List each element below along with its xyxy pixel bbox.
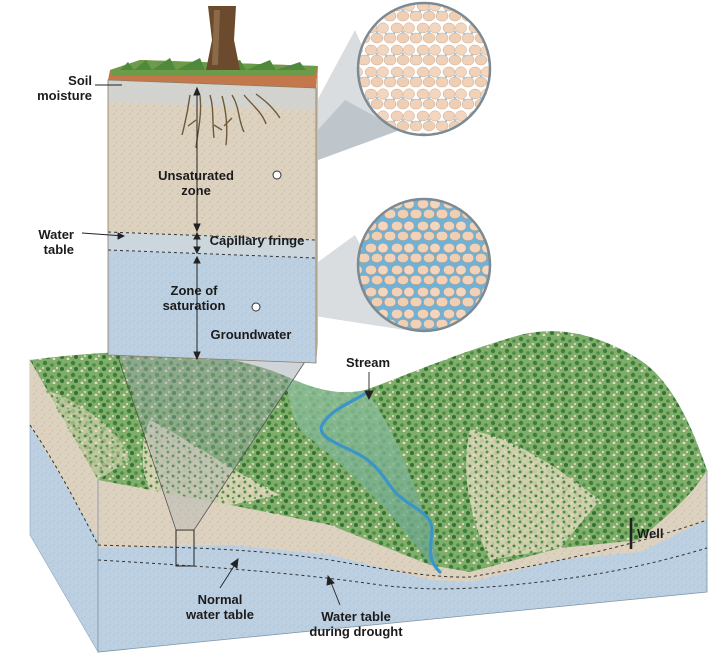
sample-point-saturated: [251, 302, 261, 312]
magnified-saturated-pores: [356, 197, 492, 333]
sample-point-unsaturated: [272, 170, 282, 180]
label-zone-of-saturation: Zone of saturation: [162, 283, 226, 313]
saturated-zone-block: [108, 250, 316, 363]
label-water-table-drought: Water table during drought: [309, 609, 403, 639]
block-left-soil: [30, 360, 98, 540]
stream-line: [319, 390, 442, 574]
label-water-table: Water table: [38, 227, 74, 257]
stream-valley: [288, 378, 440, 565]
label-unsaturated-zone: Unsaturated zone: [158, 168, 234, 198]
label-well: Well: [637, 526, 664, 541]
label-groundwater: Groundwater: [210, 327, 292, 342]
soil-column: [107, 6, 318, 364]
label-stream: Stream: [345, 355, 391, 370]
zone-arrows: [193, 86, 201, 361]
magnify-cone-column: [109, 320, 316, 530]
label-capillary-fringe: Capillary fringe: [209, 233, 305, 248]
block-front-saturated: [98, 520, 707, 652]
label-normal-water-table: Normal water table: [186, 592, 254, 622]
leader-lines: [81, 84, 374, 606]
tree-trunk: [206, 6, 240, 70]
magnified-unsaturated-pores: [356, 1, 492, 137]
drought-water-table-line: [97, 547, 708, 590]
normal-water-table-line: [29, 424, 708, 578]
label-soil-moisture: Soil moisture: [37, 73, 92, 103]
block-front-soil: [98, 470, 707, 582]
